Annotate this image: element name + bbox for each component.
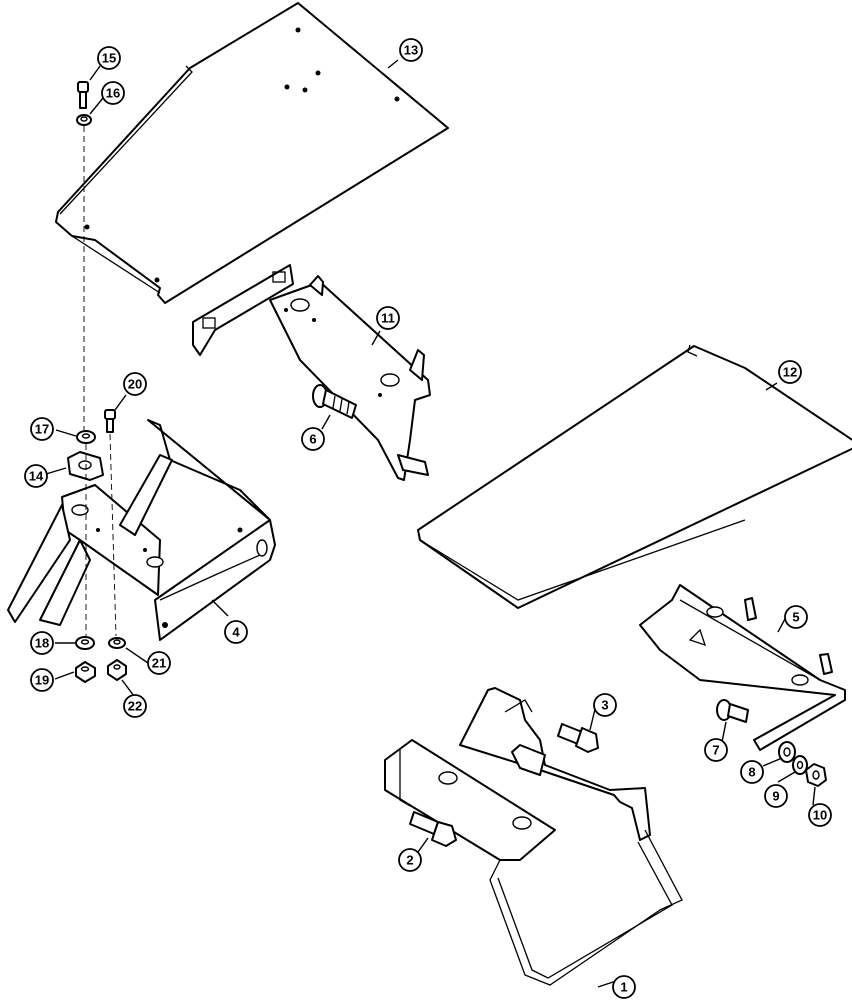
callout-20: 20 bbox=[123, 372, 147, 396]
part-17-washer bbox=[76, 430, 96, 444]
callout-13-label: 13 bbox=[404, 43, 418, 58]
callout-17: 17 bbox=[30, 417, 54, 441]
callout-15: 15 bbox=[97, 46, 121, 70]
callout-12: 12 bbox=[778, 360, 802, 384]
part-7-bolt bbox=[716, 699, 749, 723]
callout-8: 8 bbox=[740, 760, 764, 784]
callout-18-label: 18 bbox=[35, 636, 49, 651]
part-13-upper-floor-plate bbox=[55, 2, 449, 304]
part-15-screw bbox=[77, 81, 89, 109]
callout-11-label: 11 bbox=[381, 311, 395, 326]
callout-7-label: 7 bbox=[712, 743, 719, 758]
part-3-bolt bbox=[557, 723, 599, 753]
callout-13: 13 bbox=[399, 38, 423, 62]
part-21-washer bbox=[108, 637, 126, 649]
callout-16-label: 16 bbox=[106, 86, 120, 101]
callout-20-label: 20 bbox=[128, 377, 142, 392]
part-20-screw bbox=[104, 409, 116, 433]
callout-21: 21 bbox=[147, 651, 171, 675]
callout-4: 4 bbox=[224, 620, 248, 644]
part-4-support-frame bbox=[7, 419, 276, 641]
callout-5-label: 5 bbox=[792, 610, 799, 625]
part-16-washer bbox=[76, 114, 92, 126]
callout-19: 19 bbox=[30, 668, 54, 692]
callout-22-label: 22 bbox=[128, 699, 142, 714]
callout-12-label: 12 bbox=[783, 365, 797, 380]
callout-18: 18 bbox=[30, 631, 54, 655]
part-9-lock-washer bbox=[792, 755, 808, 775]
part-14-mounting-plate bbox=[67, 451, 104, 481]
callout-17-label: 17 bbox=[35, 422, 49, 437]
callout-7: 7 bbox=[704, 738, 728, 762]
callout-6-label: 6 bbox=[309, 432, 316, 447]
callout-1: 1 bbox=[612, 975, 636, 999]
part-11-upper-bracket bbox=[192, 264, 431, 481]
callout-3-label: 3 bbox=[601, 698, 608, 713]
callout-5: 5 bbox=[784, 605, 808, 629]
part-12-lower-floor-plate bbox=[417, 344, 852, 609]
callout-21-label: 21 bbox=[152, 656, 166, 671]
part-6-bolt bbox=[312, 384, 357, 419]
callout-19-label: 19 bbox=[35, 673, 49, 688]
part-5-right-bracket bbox=[639, 584, 846, 751]
part-18-washer bbox=[75, 636, 95, 650]
callout-2: 2 bbox=[398, 848, 422, 872]
callout-8-label: 8 bbox=[748, 765, 755, 780]
callout-2-label: 2 bbox=[406, 853, 413, 868]
callout-9: 9 bbox=[764, 784, 788, 808]
callout-9-label: 9 bbox=[772, 789, 779, 804]
callout-14-label: 14 bbox=[29, 469, 44, 484]
part-2-bolt bbox=[409, 811, 457, 847]
callout-10-label: 10 bbox=[813, 808, 827, 823]
part-10-nut bbox=[805, 763, 827, 787]
part-22-nut bbox=[107, 659, 127, 681]
part-8-washer bbox=[778, 741, 796, 763]
callout-4-label: 4 bbox=[232, 625, 240, 640]
callout-3: 3 bbox=[593, 693, 617, 717]
part-19-nut bbox=[75, 661, 96, 683]
callout-10: 10 bbox=[808, 803, 832, 827]
callout-11: 11 bbox=[376, 306, 400, 330]
alignment-lines bbox=[83, 126, 117, 637]
callout-22: 22 bbox=[123, 694, 147, 718]
callout-6: 6 bbox=[301, 427, 325, 451]
part-1-pedal-assembly bbox=[384, 687, 683, 986]
callout-1-label: 1 bbox=[620, 980, 627, 995]
callout-15-label: 15 bbox=[102, 51, 116, 66]
callout-14: 14 bbox=[24, 464, 48, 488]
callout-16: 16 bbox=[101, 81, 125, 105]
